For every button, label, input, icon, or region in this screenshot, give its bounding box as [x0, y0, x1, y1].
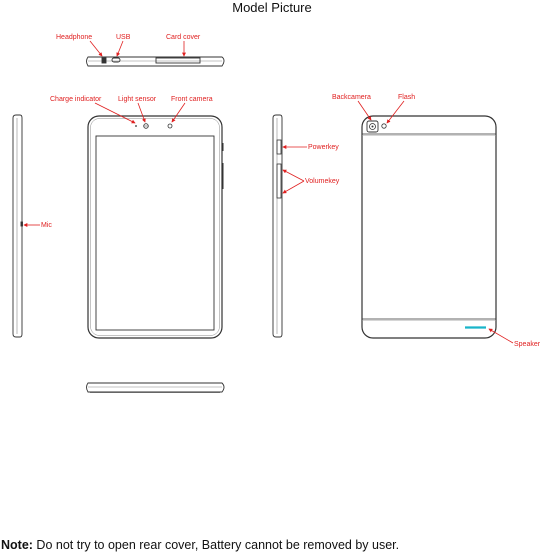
label-light-sensor: Light sensor [118, 96, 157, 103]
label-backcamera: Backcamera [332, 94, 371, 101]
front-screen [95, 135, 215, 331]
back-view [361, 115, 497, 339]
label-volumekey: Volumekey [305, 178, 340, 185]
label-charge-indicator: Charge indicator [50, 96, 102, 103]
note-body: Do not try to open rear cover, Battery c… [32, 538, 400, 552]
usb-port [111, 57, 121, 63]
charge-indicator-dot [135, 125, 137, 127]
label-speaker: Speaker [514, 341, 541, 348]
note-text: Note: Do not try to open rear cover, Bat… [1, 538, 399, 553]
right-side-view [272, 114, 283, 338]
bottom-edge-view [86, 382, 225, 393]
label-flash: Flash [398, 94, 415, 101]
power-key [276, 139, 282, 155]
label-mic: Mic [41, 222, 52, 229]
front-view [87, 115, 224, 339]
note-prefix: Note: [1, 538, 33, 552]
label-powerkey: Powerkey [308, 144, 339, 151]
label-usb: USB [116, 34, 131, 41]
label-headphone: Headphone [56, 34, 92, 41]
flash [381, 123, 387, 129]
volume-key [276, 163, 282, 199]
front-camera [167, 123, 173, 129]
page-title: Model Picture [232, 0, 312, 15]
left-side-view [12, 114, 23, 338]
card-cover-slot [155, 57, 201, 64]
label-front-camera: Front camera [171, 96, 213, 103]
top-edge-view [86, 56, 225, 67]
headphone-port [101, 57, 107, 64]
back-camera [366, 120, 379, 133]
label-card-cover: Card cover [166, 34, 201, 41]
